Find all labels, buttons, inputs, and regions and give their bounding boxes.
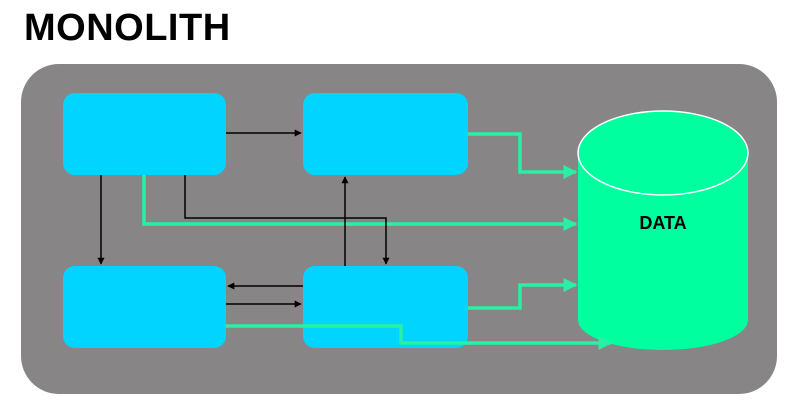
data-store-cylinder: DATA xyxy=(577,110,749,350)
data-flow-top-right xyxy=(468,132,578,179)
module-box-top-left xyxy=(63,93,226,175)
diagram-title: MONOLITH xyxy=(24,7,231,49)
data-flow-bottom-left xyxy=(226,324,613,350)
data-flow-top-left xyxy=(142,175,578,231)
data-store-label: DATA xyxy=(639,213,686,233)
module-box-bottom-right xyxy=(303,266,468,348)
module-box-bottom-left xyxy=(63,266,226,348)
data-flow-bottom-right xyxy=(468,278,578,310)
module-box-top-right xyxy=(303,93,468,175)
call-arrow-topleft-to-bottomright xyxy=(184,175,390,265)
